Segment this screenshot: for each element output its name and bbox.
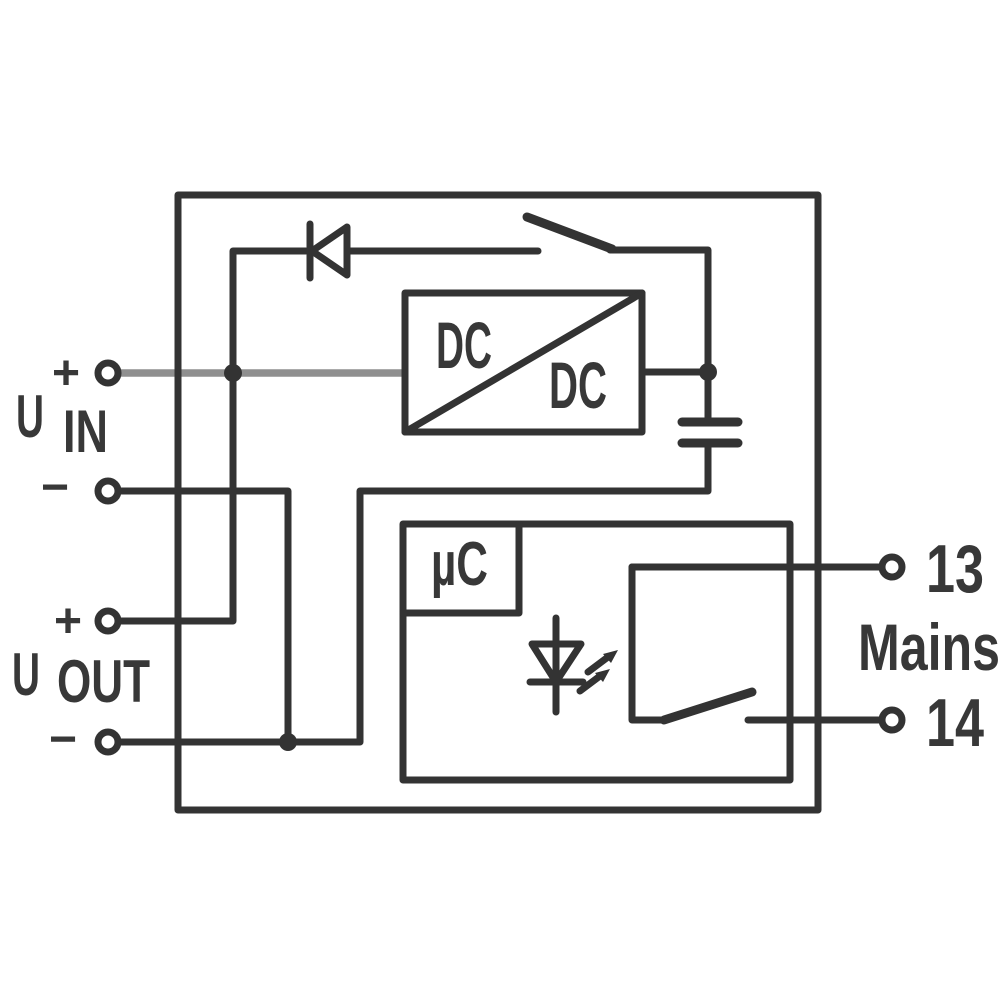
switch-icon xyxy=(522,212,617,254)
terminal-13 xyxy=(878,553,906,581)
mains-label: Mains xyxy=(858,610,1000,684)
dc-dc-label-top: DC xyxy=(436,308,492,382)
u-in-plus-sign: + xyxy=(52,347,80,400)
u-in-subscript: IN xyxy=(63,398,108,465)
terminal-13-label: 13 xyxy=(926,531,984,607)
terminal-u-in-minus xyxy=(94,477,122,505)
u-out-subscript: OUT xyxy=(57,648,150,715)
u-out-minus-sign: − xyxy=(49,713,77,766)
capacitor-icon xyxy=(677,417,743,448)
junction-dot xyxy=(699,363,717,381)
relay-contact-icon xyxy=(628,563,885,725)
microcontroller-box xyxy=(399,520,523,617)
terminal-u-out-minus xyxy=(94,728,122,756)
switch-to-junction-wire xyxy=(606,246,712,376)
negative-return-wire xyxy=(284,439,712,746)
dc-dc-label-bottom: DC xyxy=(549,348,607,422)
microcontroller-label: µC xyxy=(431,530,488,599)
terminal-14 xyxy=(878,706,906,734)
u-in-minus-sign: − xyxy=(41,461,69,514)
terminal-u-in-plus xyxy=(94,359,122,387)
led-icon xyxy=(526,614,618,716)
logic-block-box xyxy=(399,520,794,784)
junction-dot xyxy=(224,364,242,382)
junction-dot xyxy=(279,733,297,751)
device-enclosure-box xyxy=(174,191,822,814)
u-out-symbol: U xyxy=(12,641,40,708)
u-in-minus-wire xyxy=(115,487,292,746)
u-out-plus-wire xyxy=(115,247,310,625)
u-out-plus-sign: + xyxy=(54,595,82,648)
dc-dc-converter-box xyxy=(401,289,646,436)
u-in-symbol: U xyxy=(16,383,44,450)
terminal-u-out-plus xyxy=(94,607,122,635)
diode-icon xyxy=(306,220,351,282)
terminal-14-label: 14 xyxy=(926,685,984,761)
dc-dc-diagonal xyxy=(401,289,646,436)
